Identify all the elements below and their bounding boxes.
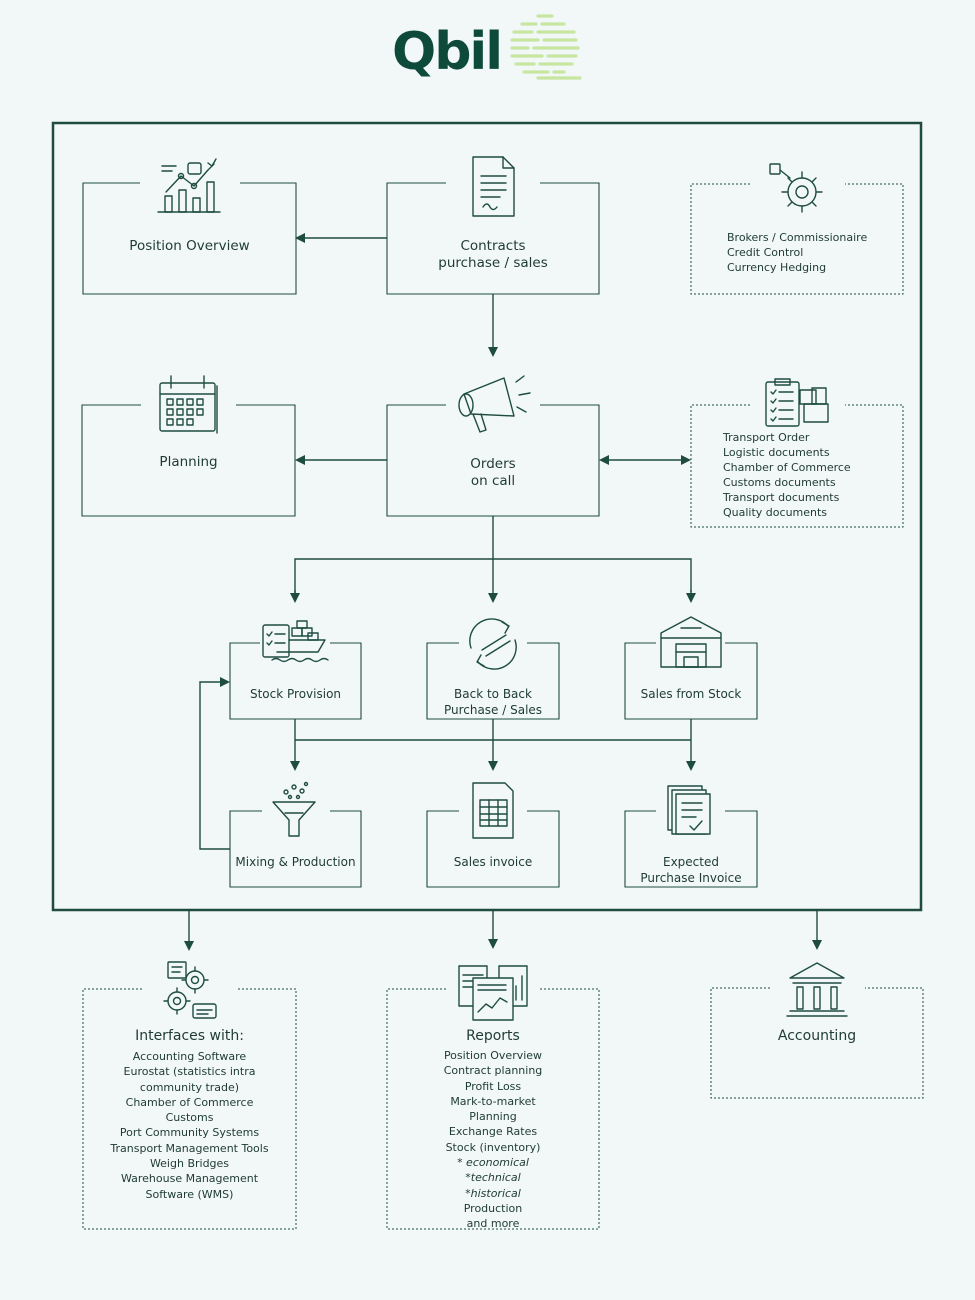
brokers-box [690, 183, 904, 295]
logo-stripes [510, 14, 582, 80]
brokers-list: Brokers / Commissionaire Credit Control … [727, 230, 867, 275]
expected-invoice-box [624, 810, 758, 888]
list-item: Exchange Rates [448, 1125, 538, 1139]
bank-icon [786, 962, 848, 1017]
contracts-label: Contracts purchase / sales [387, 238, 599, 272]
list-item: Planning [469, 1110, 517, 1124]
back-to-back-line2: Purchase / Sales [443, 703, 543, 717]
reports-title: Reports [466, 1028, 520, 1044]
contracts-line1: Contracts [460, 238, 526, 254]
ship-icon [262, 620, 329, 663]
gear-icon [769, 163, 823, 213]
accounting-label: Accounting [777, 1028, 857, 1044]
expected-line2: Purchase Invoice [640, 871, 742, 885]
list-item: Transport Management Tools [110, 1141, 269, 1155]
planning-label: Planning [159, 454, 218, 470]
reports-icon [458, 965, 528, 1021]
list-item: * economical [457, 1156, 529, 1170]
orders-label: Orders on call [387, 456, 599, 490]
position-overview-box [82, 182, 297, 295]
calendar-icon [159, 375, 218, 434]
orders-line2: on call [470, 473, 516, 489]
list-item: Chamber of Commerce [723, 461, 851, 474]
planning-box [81, 404, 296, 517]
interfaces-list: Accounting Software Eurostat (statistics… [83, 1049, 296, 1202]
back-to-back-line1: Back to Back [454, 687, 532, 701]
back-to-back-label: Back to Back Purchase / Sales [427, 686, 559, 718]
list-item: Stock (inventory) [445, 1140, 541, 1154]
list-item: Warehouse Management [120, 1172, 259, 1186]
contracts-line2: purchase / sales [438, 255, 548, 271]
list-item: Position Overview [443, 1049, 543, 1062]
spreadsheet-icon [472, 782, 514, 839]
position-overview-label: Position Overview [129, 238, 250, 254]
stock-provision-label: Stock Provision [249, 687, 342, 701]
mixing-label: Mixing & Production [235, 855, 356, 869]
list-item: Accounting Software [132, 1050, 247, 1063]
stacked-documents-icon [667, 785, 711, 835]
warehouse-icon [660, 616, 722, 668]
list-item: Transport documents [723, 491, 840, 504]
expected-line1: Expected [663, 855, 719, 869]
megaphone-icon [458, 375, 531, 433]
list-item: Profit Loss [464, 1079, 522, 1093]
reports-list: Position Overview Contract planning Prof… [387, 1048, 599, 1232]
list-item: Brokers / Commissionaire [727, 231, 868, 244]
exchange-icon [469, 618, 517, 670]
sales-from-stock-label: Sales from Stock [640, 687, 742, 701]
reports-box [386, 988, 600, 1230]
bar-chart-icon [157, 158, 221, 213]
interfaces-box [82, 988, 297, 1230]
list-item: Production [463, 1201, 523, 1215]
accounting-box [710, 987, 924, 1099]
list-item: Quality documents [723, 506, 828, 519]
list-item: Customs [165, 1111, 214, 1125]
gears-icon [163, 961, 217, 1019]
list-item: and more [466, 1217, 520, 1231]
list-item: Eurostat (statistics intra [123, 1065, 256, 1079]
list-item: Chamber of Commerce [125, 1095, 254, 1109]
main-frame [51, 121, 923, 912]
expected-invoice-label: Expected Purchase Invoice [625, 854, 757, 886]
interfaces-title: Interfaces with: [135, 1028, 244, 1044]
list-item: Credit Control [727, 246, 804, 259]
stock-provision-box [229, 642, 362, 720]
branch-orders [294, 516, 494, 600]
list-item: Contract planning [443, 1064, 543, 1078]
list-item: Customs documents [723, 476, 836, 489]
funnel-icon [272, 781, 316, 837]
orders-line1: Orders [470, 456, 516, 472]
list-item: Mark-to-market [450, 1094, 536, 1108]
list-item: *historical [465, 1186, 521, 1200]
sales-invoice-label: Sales invoice [453, 855, 533, 869]
document-icon [472, 156, 515, 217]
list-item: community trade) [139, 1080, 240, 1094]
clipboard-icon [765, 378, 829, 427]
list-item: Transport Order [723, 431, 810, 444]
loop-mixing-to-stock [199, 677, 230, 850]
sales-from-stock-box [624, 642, 758, 720]
list-item: Currency Hedging [727, 261, 827, 274]
transport-list: Transport Order Logistic documents Chamb… [723, 430, 851, 520]
list-item: Software (WMS) [145, 1187, 234, 1201]
logo-text: Qbil [392, 22, 503, 82]
list-item: Port Community Systems [119, 1126, 260, 1140]
sales-invoice-box [426, 810, 560, 888]
qbil-logo: Qbil [390, 12, 590, 84]
list-item: Weigh Bridges [149, 1157, 230, 1171]
list-item: *technical [465, 1171, 521, 1185]
mixing-box [229, 810, 362, 888]
list-item: Logistic documents [723, 446, 830, 459]
transport-box [690, 404, 904, 528]
